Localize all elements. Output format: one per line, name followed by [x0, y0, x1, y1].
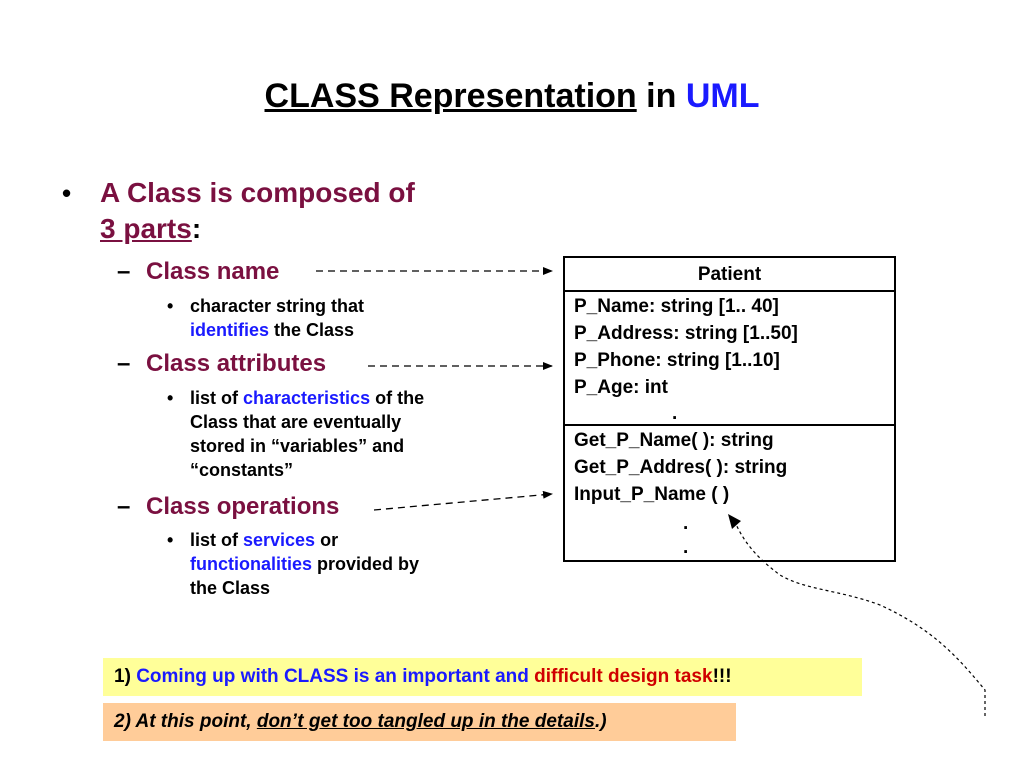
desc-attr-3: stored in “variables” and: [190, 436, 405, 456]
title-uml: UML: [685, 77, 760, 115]
bullet-main-underlined: 3 parts: [100, 213, 192, 244]
note2-underlined: don’t get too tangled up in the details: [256, 711, 595, 732]
note2-tail: .): [594, 711, 607, 732]
uml-operation-ellipsis: .: [683, 513, 689, 534]
note2-head: 2) At this point,: [114, 711, 257, 732]
dash-class-operations: –: [117, 493, 131, 520]
label-class-attributes: Class attributes: [146, 350, 327, 377]
uml-attribute: P_Age: int: [574, 377, 668, 398]
desc-class-attributes: list of characteristics of the Class tha…: [190, 386, 510, 482]
desc-class-name-2: the Class: [269, 320, 355, 340]
desc-attr-highlight: characteristics: [243, 388, 371, 408]
uml-operation: Input_P_Name ( ): [574, 484, 730, 505]
desc-ops-3: the Class: [190, 578, 271, 598]
note1-blue-text: Coming up with CLASS is an important and: [136, 666, 535, 687]
dot-class-name-desc: •: [167, 296, 174, 316]
title-main: CLASS Representation: [264, 77, 637, 115]
dash-class-attributes: –: [117, 350, 131, 377]
uml-operation-ellipsis: .: [683, 537, 689, 558]
desc-ops-1-tail: or: [315, 530, 339, 550]
uml-attribute: P_Name: string [1.. 40]: [574, 296, 779, 317]
note-important: 1) Coming up with CLASS is an important …: [103, 658, 862, 696]
bullet-main: A Class is composed of 3 parts:: [100, 175, 520, 247]
slide-title: CLASS Representation in UML: [0, 74, 1024, 118]
uml-separator-name: [565, 290, 894, 292]
uml-attribute: P_Address: string [1..50]: [574, 323, 798, 344]
uml-attribute: P_Phone: string [1..10]: [574, 350, 780, 371]
desc-class-name: character string that identifies the Cla…: [190, 294, 510, 342]
desc-attr-2: Class that are eventually: [190, 412, 402, 432]
bullet-main-colon: :: [191, 213, 202, 244]
note1-red-text: difficult design task: [534, 666, 713, 687]
dot-class-operations-desc: •: [167, 530, 174, 550]
desc-attr-1-tail: of the: [370, 388, 425, 408]
uml-separator-attributes: [565, 424, 894, 426]
desc-attr-1-head: list of: [190, 388, 243, 408]
desc-ops-2-tail: provided by: [312, 554, 420, 574]
dot-class-attributes-desc: •: [167, 388, 174, 408]
desc-class-operations: list of services or functionalities prov…: [190, 528, 510, 600]
bullet-main-line1: A Class is composed of: [100, 177, 415, 208]
title-connector: in: [636, 77, 686, 115]
uml-attribute-ellipsis: .: [672, 403, 678, 424]
uml-operation: Get_P_Name( ): string: [574, 430, 774, 451]
label-class-name: Class name: [146, 258, 280, 285]
desc-ops-1-head: list of: [190, 530, 243, 550]
desc-class-name-1: character string that: [190, 296, 365, 316]
uml-class-box: Patient P_Name: string [1.. 40] P_Addres…: [563, 256, 896, 562]
note-details: 2) At this point, don’t get too tangled …: [103, 703, 736, 741]
note1-suffix: !!!: [712, 666, 732, 687]
desc-ops-highlight-1: services: [243, 530, 316, 550]
dash-class-name: –: [117, 258, 131, 285]
desc-ops-highlight-2: functionalities: [190, 554, 313, 574]
desc-class-name-highlight: identifies: [190, 320, 270, 340]
bullet-dot-main: •: [62, 178, 72, 208]
uml-operation: Get_P_Addres( ): string: [574, 457, 788, 478]
arrow-class-operations: [373, 490, 553, 511]
note1-prefix: 1): [114, 666, 137, 687]
uml-class-name: Patient: [697, 264, 762, 285]
desc-attr-4: “constants”: [190, 460, 294, 480]
label-class-operations: Class operations: [146, 493, 340, 520]
